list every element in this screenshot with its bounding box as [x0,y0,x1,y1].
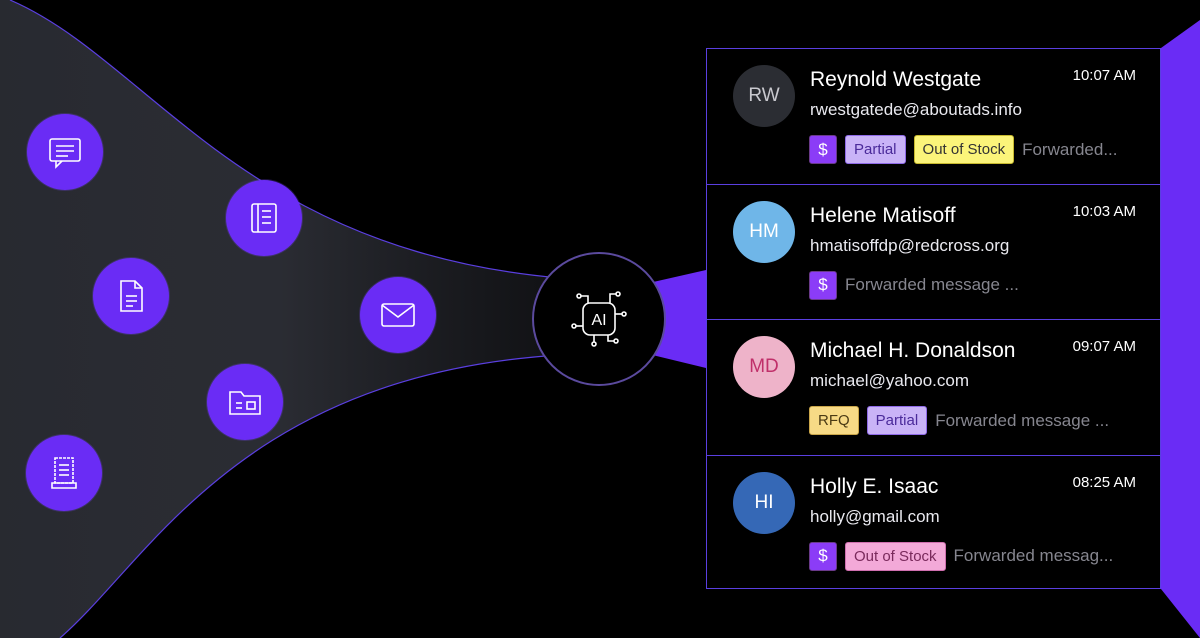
email-list-item[interactable]: RW Reynold Westgate rwestgatede@aboutads.i… [707,49,1160,185]
document-icon [93,258,169,334]
sender-name: Michael H. Donaldson [810,339,1016,362]
avatar: RW [733,65,795,127]
receipt-icon [26,435,102,511]
dollar-tag[interactable]: $ [809,135,837,164]
message-preview: Forwarded message ... [935,410,1110,430]
dollar-tag[interactable]: $ [809,270,837,300]
tag-outofstock[interactable]: Out of Stock [913,135,1015,164]
dollar-tag[interactable]: $ [809,541,837,571]
email-list-panel: RW Reynold Westgate rwestgatede@aboutads.i… [706,48,1161,589]
tag-partial[interactable]: Partial [845,135,906,164]
avatar: HM [733,200,795,263]
email-timestamp: 10:07 AM [1072,67,1136,84]
tag-rfq[interactable]: RFQ [809,406,859,435]
message-preview: Forwarded... [1022,139,1118,159]
message-preview: Forwarded messag... [953,546,1114,565]
message-preview: Forwarded message ... [845,275,1019,294]
tag-partial[interactable]: Partial [866,406,928,435]
sender-name: Helene Matisoff [810,203,956,227]
mail-icon [360,277,436,353]
tag-outofstock[interactable]: Out of Stock [845,541,946,571]
notebook-icon [226,180,302,256]
email-list-item[interactable]: HI Holly E. Isaac holly@gmail.com 08:25 AM $… [707,456,1160,592]
tag-row: $ Forwarded message ... [809,270,1150,300]
ai-hub: AI [532,252,666,386]
tag-row: $ Out of Stock Forwarded messag... [809,541,1150,571]
avatar: HI [733,471,795,534]
sender-email: michael@yahoo.com [810,371,969,390]
email-list-item[interactable]: MD Michael H. Donaldson michael@yahoo.com 0… [707,320,1160,456]
sender-name: Reynold Westgate [810,68,982,91]
folder-icon [207,364,283,440]
email-timestamp: 09:07 AM [1072,338,1136,355]
sender-email: hmatisoffdp@redcross.org [810,235,1010,255]
email-timestamp: 08:25 AM [1072,473,1136,491]
sender-email: rwestgatede@aboutads.info [810,100,1022,119]
email-list-item[interactable]: HM Helene Matisoff hmatisoffdp@redcross.or… [707,185,1160,320]
ai-label: AI [591,312,606,329]
avatar: MD [733,336,795,398]
sender-email: holly@gmail.com [810,506,940,526]
email-timestamp: 10:03 AM [1072,202,1136,220]
chat-message-icon [27,114,103,190]
sender-name: Holly E. Isaac [810,474,939,498]
ai-chip-icon: AI [571,291,627,347]
